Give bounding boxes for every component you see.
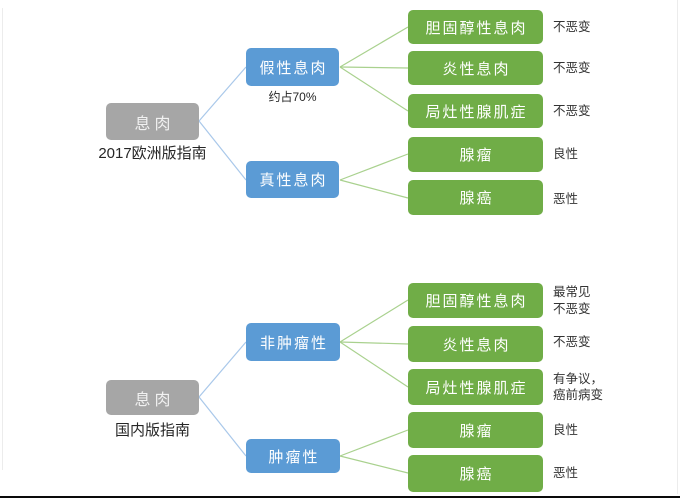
leaf-node-cholesterol-polyp: 胆固醇性息肉 [408, 283, 543, 318]
connector-line [339, 429, 409, 457]
leaf-annotation: 良性 [553, 422, 579, 437]
connector-line [339, 455, 409, 474]
leaf-node-cholesterol-polyp: 胆固醇性息肉 [408, 10, 543, 44]
leaf-annotation: 不恶变 [553, 19, 591, 34]
connector-line [339, 26, 409, 68]
branch-node-true-polyp: 真性息肉 [246, 161, 339, 198]
leaf-node-adenocarcinoma: 腺癌 [408, 455, 543, 492]
bottom-border-line [0, 496, 680, 498]
guideline-caption-domestic: 国内版指南 [114, 422, 190, 439]
leaf-node-adenoma: 腺瘤 [408, 412, 543, 448]
root-node-domestic: 息肉 [106, 380, 199, 415]
leaf-node-focal-adenomyomatosis: 局灶性腺肌症 [408, 94, 543, 128]
leaf-annotation: 恶性 [553, 192, 579, 207]
connector-line [339, 341, 409, 388]
branch-node-neoplastic: 肿瘤性 [246, 439, 340, 473]
leaf-annotation: 不恶变 [553, 103, 591, 118]
connector-line [339, 66, 409, 112]
leaf-annotation: 良性 [553, 147, 579, 162]
connector-line [198, 341, 247, 398]
leaf-annotation: 最常见 不恶变 [553, 285, 591, 316]
connector-line [339, 341, 409, 345]
branch-note-proportion: 约占70% [268, 90, 317, 104]
connector-line [339, 153, 409, 181]
branch-node-non-neoplastic: 非肿瘤性 [246, 323, 340, 361]
leaf-node-inflammatory-polyp: 炎性息肉 [408, 326, 543, 362]
connector-line [198, 66, 247, 122]
leaf-annotation: 不恶变 [553, 334, 591, 349]
connector-line [198, 396, 247, 457]
leaf-node-adenocarcinoma: 腺癌 [408, 180, 543, 215]
left-edge-line [2, 8, 3, 470]
root-node-european: 息肉 [106, 103, 199, 140]
right-edge-line [677, 0, 678, 494]
connector-line [339, 299, 409, 343]
leaf-node-focal-adenomyomatosis: 局灶性腺肌症 [408, 369, 543, 405]
leaf-node-inflammatory-polyp: 炎性息肉 [408, 51, 543, 85]
leaf-annotation: 有争议， 癌前病变 [553, 371, 604, 402]
leaf-annotation: 不恶变 [553, 60, 591, 75]
leaf-annotation: 恶性 [553, 466, 579, 481]
connector-line [198, 120, 247, 181]
branch-node-pseudo-polyp: 假性息肉 [246, 48, 339, 86]
guideline-caption-european: 2017欧洲版指南 [98, 145, 207, 162]
leaf-node-adenoma: 腺瘤 [408, 137, 543, 172]
connector-line [339, 66, 409, 69]
connector-line [339, 179, 409, 199]
